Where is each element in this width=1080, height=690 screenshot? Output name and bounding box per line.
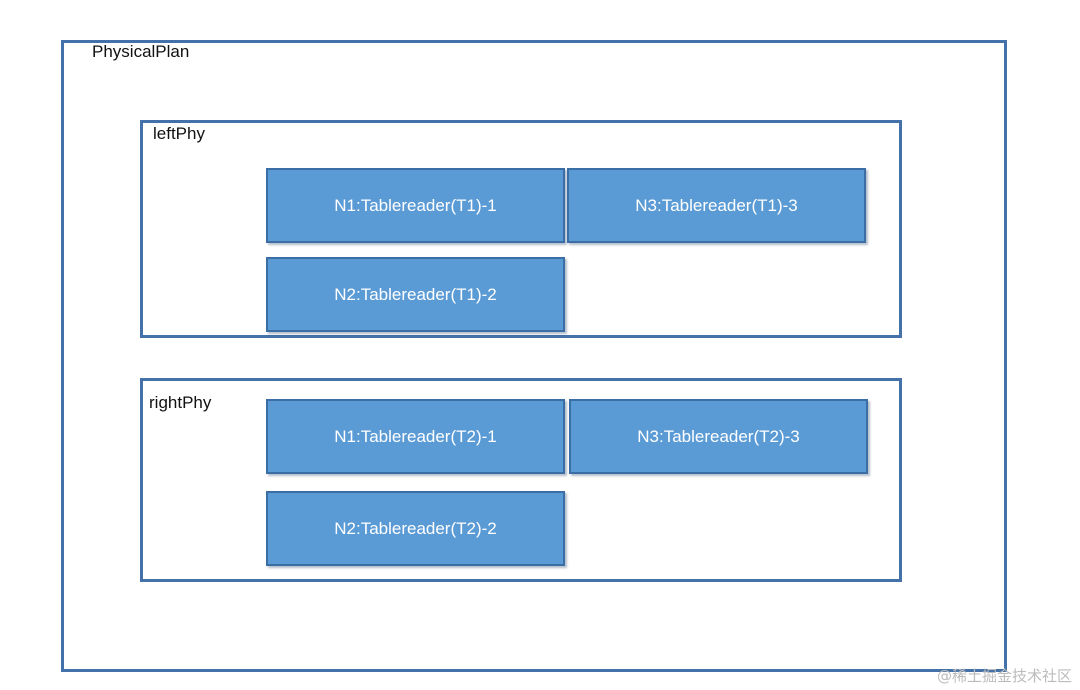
node-n1-t2: N1:Tablereader(T2)-1 xyxy=(266,399,565,474)
node-n2-t1: N2:Tablereader(T1)-2 xyxy=(266,257,565,332)
node-n3-t2: N3:Tablereader(T2)-3 xyxy=(569,399,868,474)
watermark: @稀土掘金技术社区 xyxy=(936,667,1072,685)
left-phy-label: leftPhy xyxy=(153,124,205,143)
node-n1-t1: N1:Tablereader(T1)-1 xyxy=(266,168,565,243)
node-n3-t1: N3:Tablereader(T1)-3 xyxy=(567,168,866,243)
node-n2-t2: N2:Tablereader(T2)-2 xyxy=(266,491,565,566)
right-phy-label: rightPhy xyxy=(149,393,212,412)
physical-plan-label: PhysicalPlan xyxy=(92,42,190,61)
